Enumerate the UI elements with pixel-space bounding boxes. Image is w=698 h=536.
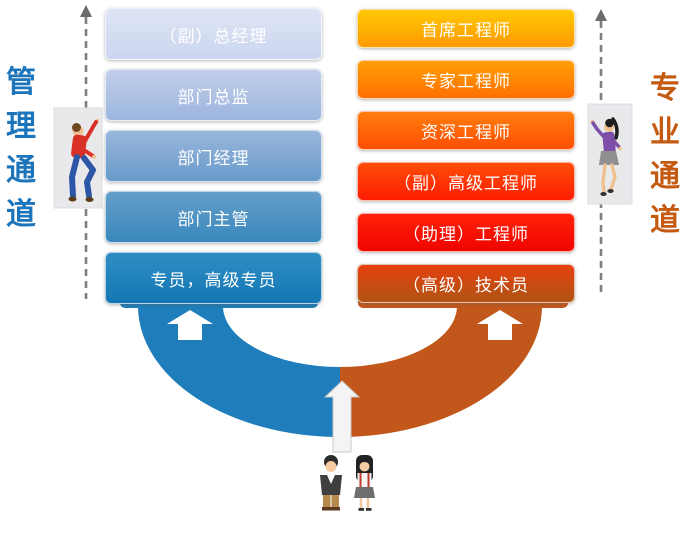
- center-entry-up-arrow-icon: [323, 380, 361, 453]
- management-level-box: （副）总经理: [105, 8, 322, 60]
- professional-level-box: 首席工程师: [357, 9, 575, 48]
- professional-level-box: （副）高级工程师: [357, 162, 575, 201]
- climbing-woman-illustration: [587, 103, 633, 205]
- management-level-box: 部门总监: [105, 69, 322, 121]
- right-promote-up-arrow-icon: [477, 310, 523, 340]
- professional-level-box: （高级）技术员: [357, 264, 575, 303]
- professional-ladder: 首席工程师 专家工程师 资深工程师 （副）高级工程师 （助理）工程师 （高级）技…: [357, 9, 575, 303]
- management-level-box: 部门主管: [105, 191, 322, 243]
- management-channel-title: 管理通道: [6, 66, 36, 231]
- management-level-box: 部门经理: [105, 130, 322, 182]
- businessman-and-businesswoman-illustration: [320, 455, 375, 511]
- professional-arc: [340, 294, 568, 437]
- left-promote-up-arrow-icon: [167, 310, 213, 340]
- management-level-box: 专员，高级专员: [105, 252, 322, 304]
- professional-level-box: 资深工程师: [357, 111, 575, 150]
- professional-channel-title: 专业通道: [650, 72, 680, 237]
- management-ladder: （副）总经理 部门总监 部门经理 部门主管 专员，高级专员: [105, 8, 322, 304]
- professional-level-box: 专家工程师: [357, 60, 575, 99]
- management-arc: [120, 294, 340, 437]
- climbing-man-illustration: [53, 107, 103, 209]
- professional-level-box: （助理）工程师: [357, 213, 575, 252]
- left-dashed-up-arrow-icon: [80, 5, 92, 299]
